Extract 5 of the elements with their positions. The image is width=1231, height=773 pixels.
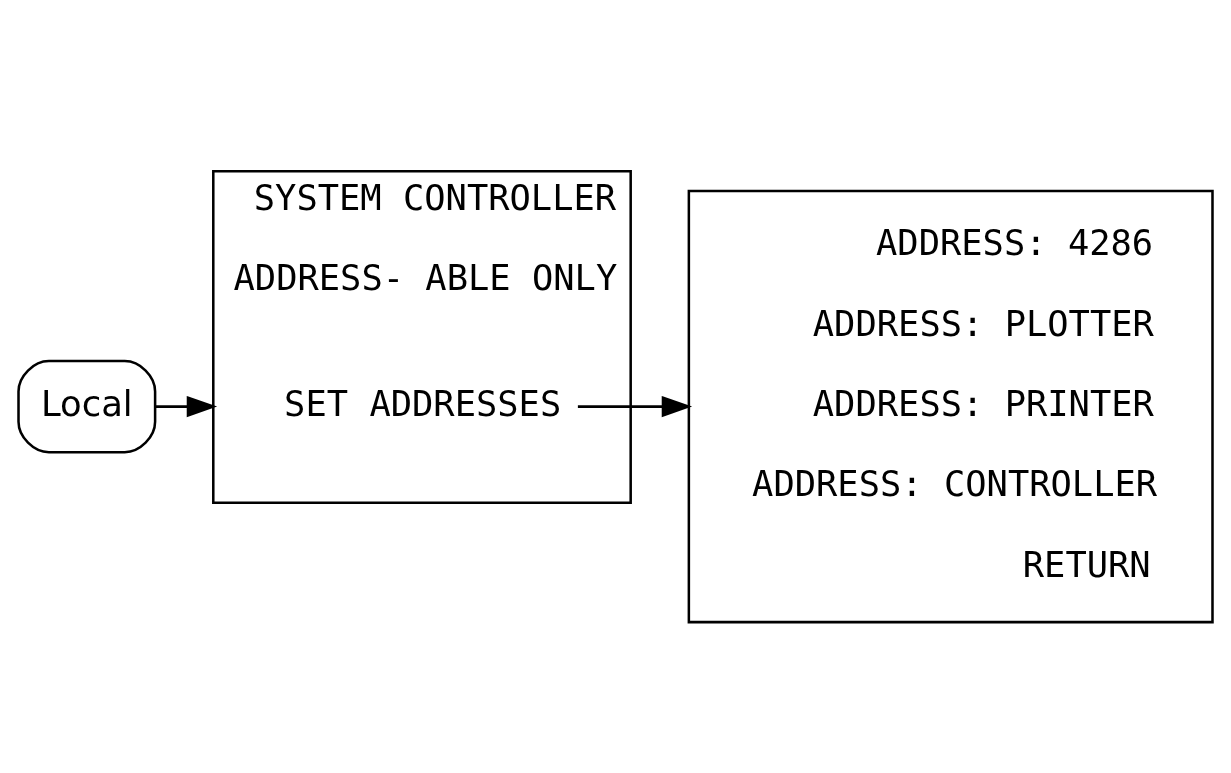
arrow bbox=[155, 395, 218, 418]
node-box: ADDRESS: 4286 ADDRESS: PLOTTER ADDRESS: PRINTER ADDRESS: CONTROLLER RETURN bbox=[687, 189, 1214, 624]
node-box: Local bbox=[17, 359, 157, 454]
node-text: SET ADDRESSES bbox=[284, 382, 562, 424]
arrow bbox=[577, 395, 693, 418]
